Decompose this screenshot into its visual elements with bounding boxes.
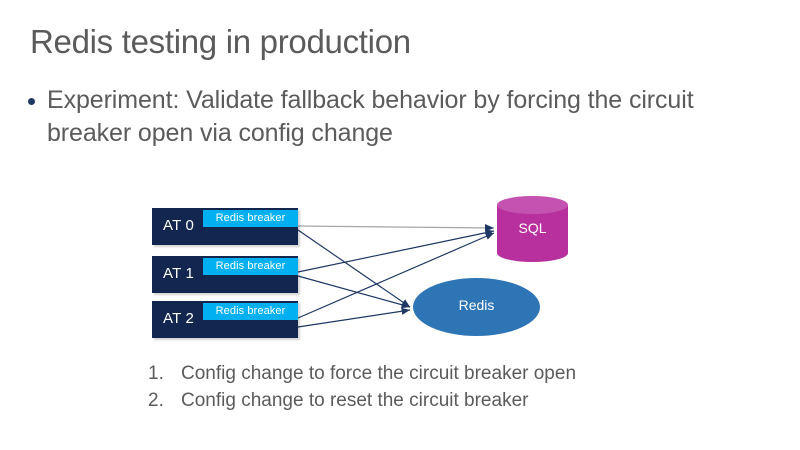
cylinder-top-icon — [497, 196, 568, 214]
app-tier-box-0[interactable]: AT 0 Redis breaker — [152, 208, 298, 245]
app-tier-label: AT 2 — [163, 310, 195, 327]
list-marker: 1. — [148, 363, 164, 384]
list-text: Config change to reset the circuit break… — [181, 390, 529, 411]
redis-cache-node[interactable]: Redis — [413, 278, 540, 336]
redis-breaker-badge: Redis breaker — [203, 210, 298, 227]
numbered-list-item: 2. Config change to reset the circuit br… — [148, 387, 576, 414]
sql-database-node[interactable]: SQL — [497, 196, 568, 262]
bullet-dot-icon — [28, 98, 35, 105]
list-text: Config change to force the circuit break… — [181, 363, 577, 384]
bullet-text: Experiment: Validate fallback behavior b… — [47, 86, 694, 147]
app-tier-box-2[interactable]: AT 2 Redis breaker — [152, 301, 298, 338]
page-title: Redis testing in production — [30, 23, 411, 60]
bullet-list-item: Experiment: Validate fallback behavior b… — [28, 84, 773, 150]
app-tier-label: AT 0 — [163, 217, 195, 234]
numbered-list-item: 1. Config change to force the circuit br… — [148, 360, 576, 387]
app-tier-label: AT 1 — [163, 265, 195, 282]
redis-breaker-badge: Redis breaker — [203, 258, 298, 275]
numbered-list: 1. Config change to force the circuit br… — [148, 360, 576, 414]
app-tier-box-1[interactable]: AT 1 Redis breaker — [152, 256, 298, 293]
list-marker: 2. — [148, 390, 164, 411]
redis-node-label: Redis — [458, 297, 495, 313]
redis-breaker-badge: Redis breaker — [203, 303, 298, 320]
sql-node-label: SQL — [518, 220, 547, 236]
